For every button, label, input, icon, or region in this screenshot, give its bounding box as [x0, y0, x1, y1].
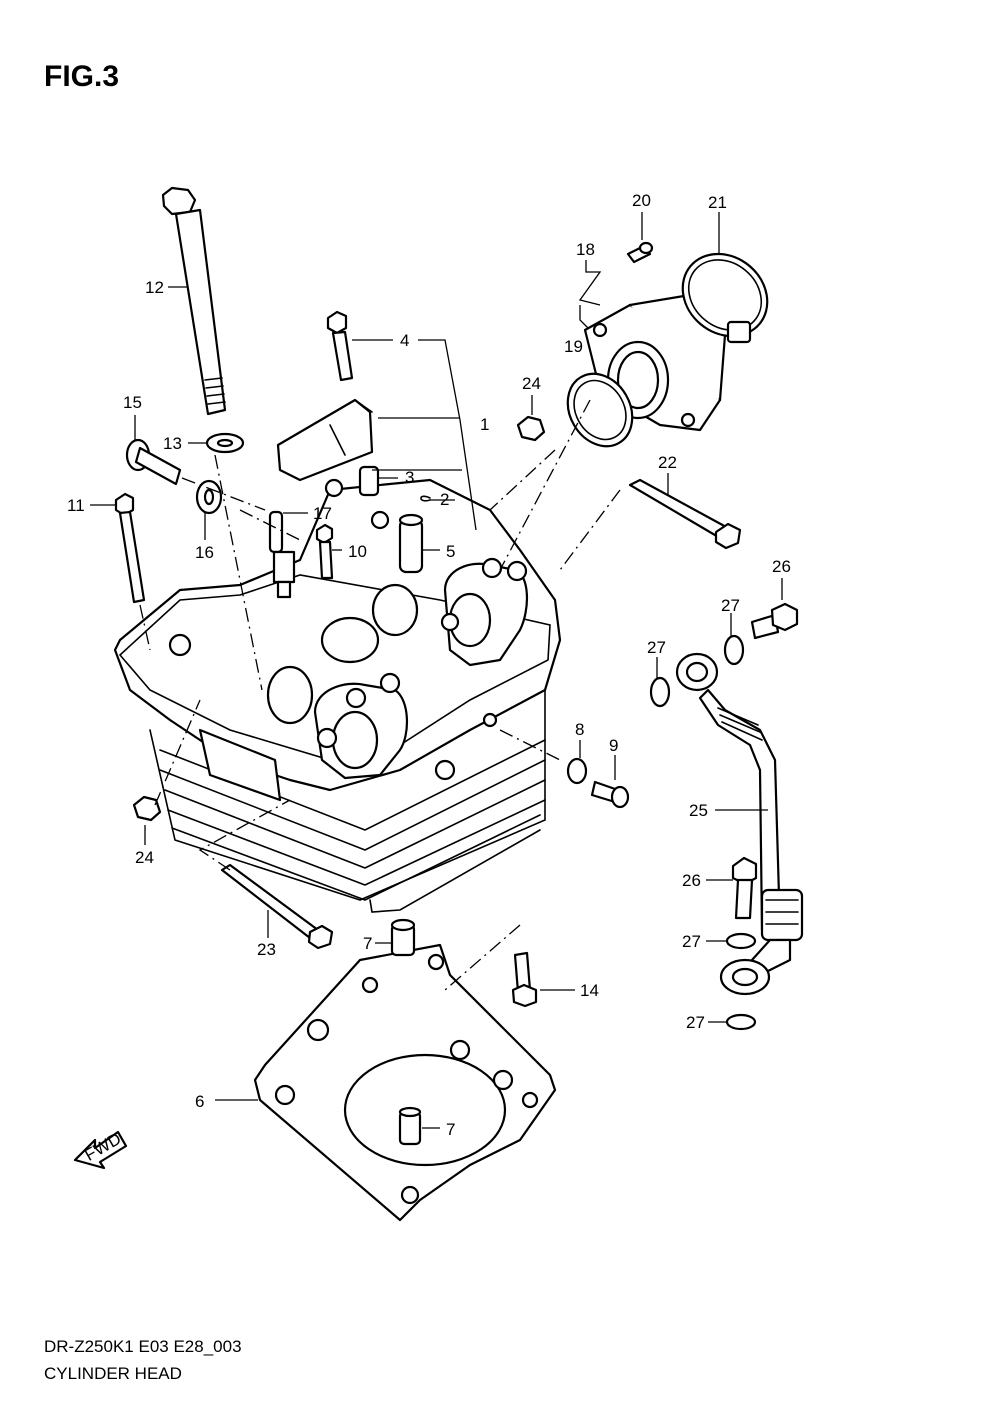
plug-bolt	[590, 780, 630, 809]
callout-26a: 26	[772, 557, 791, 576]
callout-5: 5	[446, 542, 455, 561]
cam-cap-bolt	[326, 310, 354, 382]
small-bolt	[315, 523, 334, 580]
intake-clamp	[681, 252, 769, 344]
spark-plug	[268, 510, 296, 599]
callout-3: 3	[405, 468, 414, 487]
callout-13: 13	[163, 434, 182, 453]
gasket-washer	[649, 676, 671, 708]
union-bolt	[731, 856, 758, 920]
dowel	[358, 465, 380, 497]
cylinder-head	[113, 478, 562, 913]
stud-bolt	[628, 478, 742, 550]
gasket-washer	[725, 1013, 757, 1031]
figure-name: CYLINDER HEAD	[44, 1364, 182, 1383]
callout-7b: 7	[446, 1120, 455, 1139]
callout-25: 25	[689, 801, 708, 820]
callout-9: 9	[609, 736, 618, 755]
callout-1: 1	[480, 415, 489, 434]
clip	[420, 495, 431, 502]
callout-10: 10	[348, 542, 367, 561]
figure-footer: DR-Z250K1 E03 E28_003 CYLINDER HEAD	[44, 1333, 242, 1387]
stud-bolt	[220, 863, 334, 950]
callout-17: 17	[313, 504, 332, 523]
model-code: DR-Z250K1 E03 E28_003	[44, 1337, 242, 1356]
nut	[516, 415, 546, 442]
oil-hose	[675, 652, 804, 996]
gasket-washer	[725, 932, 757, 950]
callout-12: 12	[145, 278, 164, 297]
cylinder-head-gasket	[253, 943, 557, 1222]
union-bolt	[750, 602, 799, 640]
cylinder-head-bolt-long	[161, 186, 227, 416]
callout-24a: 24	[522, 374, 541, 393]
callout-22: 22	[658, 453, 677, 472]
leader-lines	[90, 212, 783, 1129]
dowel-pin	[390, 918, 416, 957]
callout-2: 2	[440, 490, 449, 509]
callout-23: 23	[257, 940, 276, 959]
callout-14: 14	[580, 981, 599, 1000]
callout-19: 19	[564, 337, 583, 356]
figure-title: FIG.3	[44, 60, 120, 93]
callout-labels: 1 2 3 4 5 6 7 7 8 9 10 11 12 13 14 15 16…	[67, 191, 791, 1139]
gasket-washer	[723, 634, 745, 666]
callout-7a: 7	[363, 934, 372, 953]
screw	[626, 241, 654, 264]
callout-26b: 26	[682, 871, 701, 890]
callout-21: 21	[708, 193, 727, 212]
assembly-lines	[139, 399, 621, 991]
callout-27d: 27	[686, 1013, 705, 1032]
callout-4: 4	[400, 331, 409, 350]
callout-27b: 27	[647, 638, 666, 657]
valve-guide	[398, 513, 424, 574]
nut	[132, 795, 162, 822]
callout-18: 18	[576, 240, 595, 259]
callout-24b: 24	[135, 848, 154, 867]
callout-6: 6	[195, 1092, 204, 1111]
washer	[566, 757, 588, 785]
bolt	[511, 951, 538, 1008]
flange-bolt	[125, 438, 182, 486]
head-bolt	[114, 492, 146, 604]
callout-16: 16	[195, 543, 214, 562]
callout-20: 20	[632, 191, 651, 210]
callout-27a: 27	[721, 596, 740, 615]
callout-15: 15	[123, 393, 142, 412]
forward-direction-arrow: FWD	[73, 1129, 128, 1170]
callout-11: 11	[67, 496, 85, 515]
callout-27c: 27	[682, 932, 701, 951]
callout-8: 8	[575, 720, 584, 739]
camshaft-holder	[276, 398, 374, 482]
